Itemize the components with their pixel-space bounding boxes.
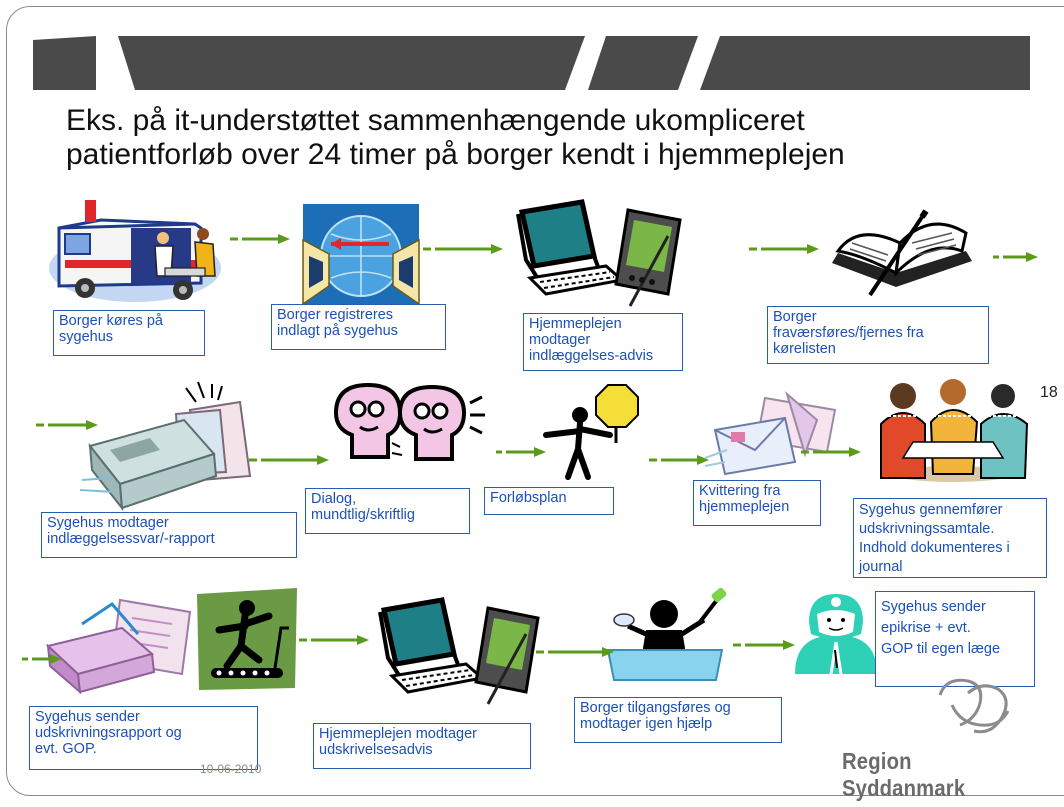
step-box-udskrivningssamtale: Sygehus gennemfører udskrivningssamtale.… — [853, 498, 1047, 578]
flow-arrow-12 — [536, 647, 614, 657]
flow-arrow-9 — [801, 447, 861, 457]
flow-arrow-2 — [423, 244, 503, 254]
page-number: 18 — [1040, 384, 1058, 401]
text-line: udskrivningsrapport og — [35, 725, 182, 741]
text-line: modtager — [529, 332, 591, 348]
region-logo-icon — [938, 678, 1010, 734]
dialog-heads-icon — [333, 382, 485, 461]
title-line-2: patientforløb over 24 timer på borger ke… — [66, 138, 845, 171]
letters-icon — [704, 390, 837, 476]
text-line: journal — [859, 559, 903, 575]
text-line: Borger registreres — [277, 307, 394, 323]
text-line: kørelisten — [773, 341, 836, 357]
text-line: indlæggelses-advis — [529, 348, 654, 364]
region-brand-name: Region Syddanmark — [842, 748, 966, 801]
text-line: fraværsføres/fjernes fra — [773, 325, 924, 341]
text-line: Sygehus modtager — [47, 515, 169, 531]
step-box-dialog: Dialog, mundtlig/skriftlig — [305, 488, 470, 534]
text-line: mundtlig/skriftlig — [311, 507, 415, 523]
stop-sign-person-icon — [543, 384, 639, 480]
step-box-sygehus-modtager: Sygehus modtager indlæggelsessvar/-rappo… — [41, 512, 297, 558]
step-box-borger-tilgangsfoeres: Borger tilgangsføres og modtager igen hj… — [574, 697, 782, 743]
step-box-borger-koeres: Borger køres på sygehus — [53, 310, 205, 356]
text-line: epikrise + evt. — [881, 620, 971, 636]
ambulance-clipart-icon — [49, 200, 221, 302]
slide-frame — [6, 6, 1064, 796]
treadmill-icon — [197, 588, 297, 690]
text-line: indlæggelsessvar/-rapport — [47, 531, 215, 547]
text-line: evt. GOP. — [35, 741, 97, 757]
step-box-sygehus-sender-udskrivningsrapport: Sygehus sender udskrivningsrapport og ev… — [29, 706, 258, 770]
text-line: Dialog, — [311, 491, 357, 507]
text-line: Hjemmeplejen modtager — [319, 726, 477, 742]
meeting-people-icon — [873, 379, 1033, 482]
fax-papers-icon — [45, 598, 192, 695]
flow-arrow-13 — [733, 640, 795, 650]
computer-and-pda-icon-2 — [378, 597, 540, 705]
fax-machine-icon — [79, 381, 252, 512]
flow-arrow-10 — [22, 654, 62, 664]
doctor-icon — [795, 594, 877, 675]
step-box-kvittering: Kvittering fra hjemmeplejen — [693, 480, 821, 526]
text-line: Borger tilgangsføres og — [580, 700, 731, 716]
text-line: hjemmeplejen — [699, 499, 790, 515]
open-book-icon — [832, 209, 972, 297]
flow-arrow-8 — [649, 455, 709, 465]
bathtub-person-icon — [606, 587, 727, 681]
step-box-hjemmeplejen-modtager: Hjemmeplejen modtager indlæggelses-advis — [523, 313, 683, 371]
flow-arrow-7 — [496, 447, 546, 457]
flow-arrow-3 — [749, 244, 819, 254]
step-box-sygehus-sender-epikrise: Sygehus sender epikrise + evt. GOP til e… — [875, 591, 1035, 687]
flow-arrow-4 — [993, 252, 1038, 262]
step-box-hjemmeplejen-modtager-udskrivelsesadvis: Hjemmeplejen modtager udskrivelsesadvis — [313, 723, 531, 769]
flow-arrow-5 — [36, 420, 98, 430]
text-line: sygehus — [59, 329, 114, 345]
text-line: GOP til egen læge — [881, 641, 1001, 657]
text-line: indlagt på sygehus — [277, 323, 398, 339]
flow-arrow-6 — [249, 455, 329, 465]
slide-date: 10-06-2010 — [200, 762, 262, 776]
step-box-forloebsplan: Forløbsplan — [484, 487, 614, 515]
title-line-1: Eks. på it-understøttet sammenhængende u… — [66, 104, 805, 137]
text-line: Hjemmeplejen — [529, 316, 622, 332]
network-computers-icon — [302, 204, 420, 306]
flow-arrow-11 — [299, 635, 369, 645]
text-line: Kvittering fra — [699, 483, 781, 499]
slide-title: Eks. på it-understøttet sammenhængende u… — [66, 104, 1026, 172]
text-line: Sygehus sender — [881, 599, 986, 615]
header-bands — [33, 36, 1030, 90]
text-line: Sygehus sender — [35, 709, 140, 725]
text-line: Borger — [773, 309, 817, 325]
text-line: modtager igen hjælp — [580, 716, 713, 732]
text-line: Indhold dokumenteres i — [859, 540, 1010, 556]
step-box-borger-registreres: Borger registreres indlagt på sygehus — [271, 304, 446, 350]
text-line: Sygehus gennemfører — [859, 502, 1003, 518]
flow-arrow-1 — [230, 234, 290, 244]
text-line: Forløbsplan — [490, 490, 567, 506]
text-line: udskrivelsesadvis — [319, 742, 433, 758]
text-line: Borger køres på — [59, 313, 163, 329]
computer-and-pda-icon — [516, 199, 682, 307]
text-line: udskrivningssamtale. — [859, 521, 995, 537]
step-box-borger-fravaersfoeres: Borger fraværsføres/fjernes fra kørelist… — [767, 306, 989, 364]
